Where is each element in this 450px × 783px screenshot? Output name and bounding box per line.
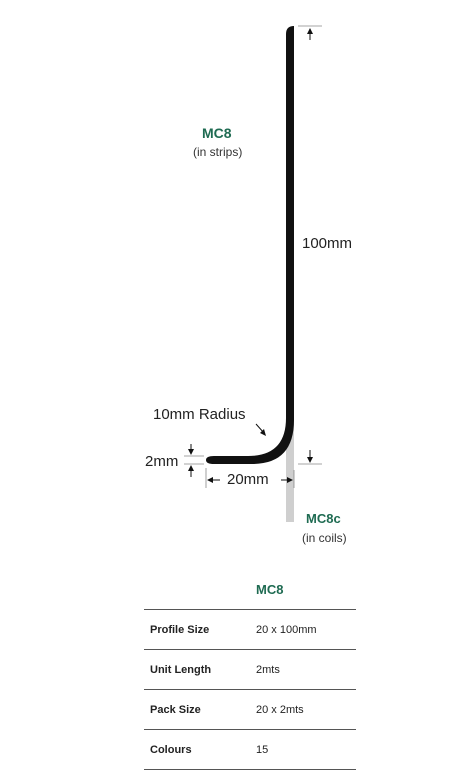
spec-table-header: MC8 (256, 582, 284, 597)
thickness-arrow-top-head (188, 449, 194, 455)
radius-label: 10mm Radius (153, 406, 246, 423)
profile-main-label: MC8 (202, 125, 232, 141)
row-label-unit-length: Unit Length (144, 649, 256, 690)
table-row: Colours 15 (144, 729, 356, 770)
row-value-pack-size: 20 x 2mts (256, 689, 356, 730)
table-row: Profile Size 20 x 100mm (144, 609, 356, 650)
height-label: 100mm (302, 235, 353, 252)
profile-coil-label: MC8c (306, 511, 341, 526)
coil-profile-strip (286, 420, 294, 522)
row-value-colours: 15 (256, 729, 356, 770)
row-label-pack-size: Pack Size (144, 689, 256, 730)
table-row: Unit Length 2mts (144, 649, 356, 690)
width-arrow-right-head (287, 477, 293, 483)
spec-table-header-spacer (144, 572, 256, 610)
row-value-profile-size: 20 x 100mm (256, 609, 356, 650)
width-label: 20mm (227, 471, 269, 488)
spec-table: MC8 Profile Size 20 x 100mm Unit Length … (144, 572, 356, 770)
profile-main-sublabel: (in strips) (193, 145, 243, 159)
profile-diagram (184, 25, 322, 522)
thickness-arrow-bottom-head (188, 465, 194, 471)
row-value-unit-length: 2mts (256, 649, 356, 690)
table-row: Pack Size 20 x 2mts (144, 689, 356, 730)
spec-table-header-row: MC8 (144, 572, 356, 610)
thickness-label: 2mm (145, 453, 179, 470)
main-profile-shape (206, 26, 294, 464)
coil-arrow-head (307, 457, 313, 463)
row-label-colours: Colours (144, 729, 256, 770)
width-arrow-left-head (207, 477, 213, 483)
row-label-profile-size: Profile Size (144, 609, 256, 650)
profile-coil-sublabel: (in coils) (302, 531, 347, 545)
height-arrow-top-head (307, 28, 313, 34)
radius-arrow-head (260, 429, 266, 436)
